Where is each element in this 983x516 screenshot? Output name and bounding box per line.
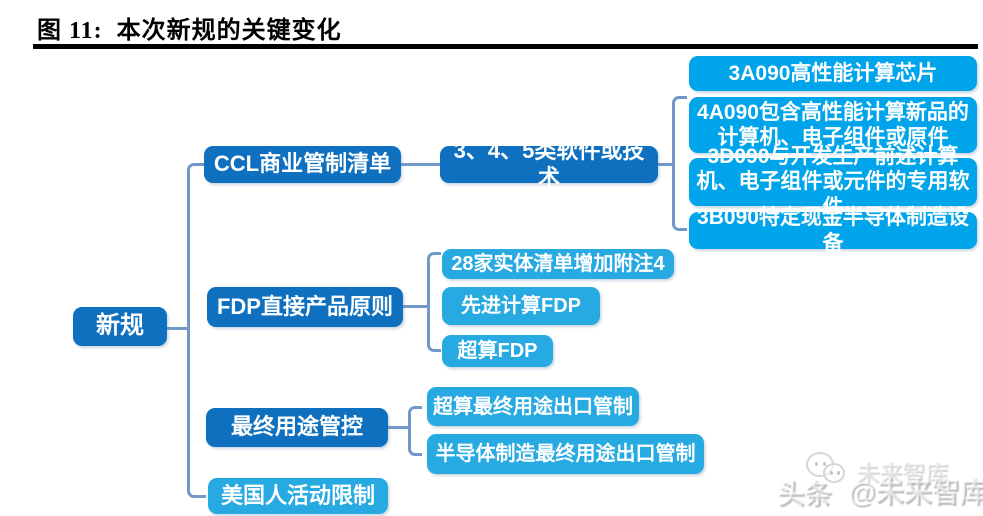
node-end-use-control: 最终用途管控 — [206, 408, 388, 447]
connector-fdp-leaves-bracket — [427, 252, 441, 352]
node-3a090-chips: 3A090高性能计算芯片 — [689, 56, 977, 91]
node-us-person-activity-restriction: 美国人活动限制 — [208, 478, 388, 514]
connector-fdp-stub — [403, 305, 427, 308]
chat-bubble-front — [823, 463, 845, 483]
node-3d090-software: 3D090与开发生产前述计算机、电子组件或元件的专用软件 — [689, 145, 977, 219]
node-3b090-semiconductor-equipment: 3B090特定现金半导体制造设备 — [689, 206, 977, 255]
node-entity-list-footnote4: 28家实体清单增加附注4 — [442, 249, 674, 279]
connector-root-stub — [166, 327, 188, 330]
watermark-ghost-text: 未来智库 — [856, 460, 948, 486]
node-ccl-commerce-control-list: CCL商业管制清单 — [204, 146, 401, 183]
connector-ccl-to-software — [401, 163, 440, 166]
node-supercomputer-fdp: 超算FDP — [442, 335, 553, 367]
node-semiconductor-end-use-export-control: 半导体制造最终用途出口管制 — [427, 434, 704, 474]
node-fdp-direct-product-rule: FDP直接产品原则 — [207, 287, 403, 327]
connector-enduse-stub — [388, 426, 408, 429]
figure-title: 图 11: 本次新规的关键变化 — [37, 18, 342, 44]
title-underline-rule — [33, 44, 978, 49]
node-4a090-computers-components: 4A090包含高性能计算新品的计算机、电子组件或原件 — [689, 97, 977, 153]
node-advanced-computing-fdp: 先进计算FDP — [442, 287, 600, 325]
node-new-rules-root: 新规 — [73, 307, 167, 346]
connector-software-stub — [657, 163, 672, 166]
wechat-bubbles-icon — [806, 452, 854, 490]
connector-enduse-leaves-bracket — [408, 406, 422, 456]
watermark-handle: @未来智库 — [848, 476, 983, 507]
node-supercomputer-end-use-export-control: 超算最终用途出口管制 — [427, 387, 639, 426]
connector-software-leaves-bracket — [672, 96, 687, 231]
node-category-345-software-tech: 3、4、5类软件或技术 — [440, 138, 658, 190]
connector-trunk-bracket — [187, 163, 206, 498]
